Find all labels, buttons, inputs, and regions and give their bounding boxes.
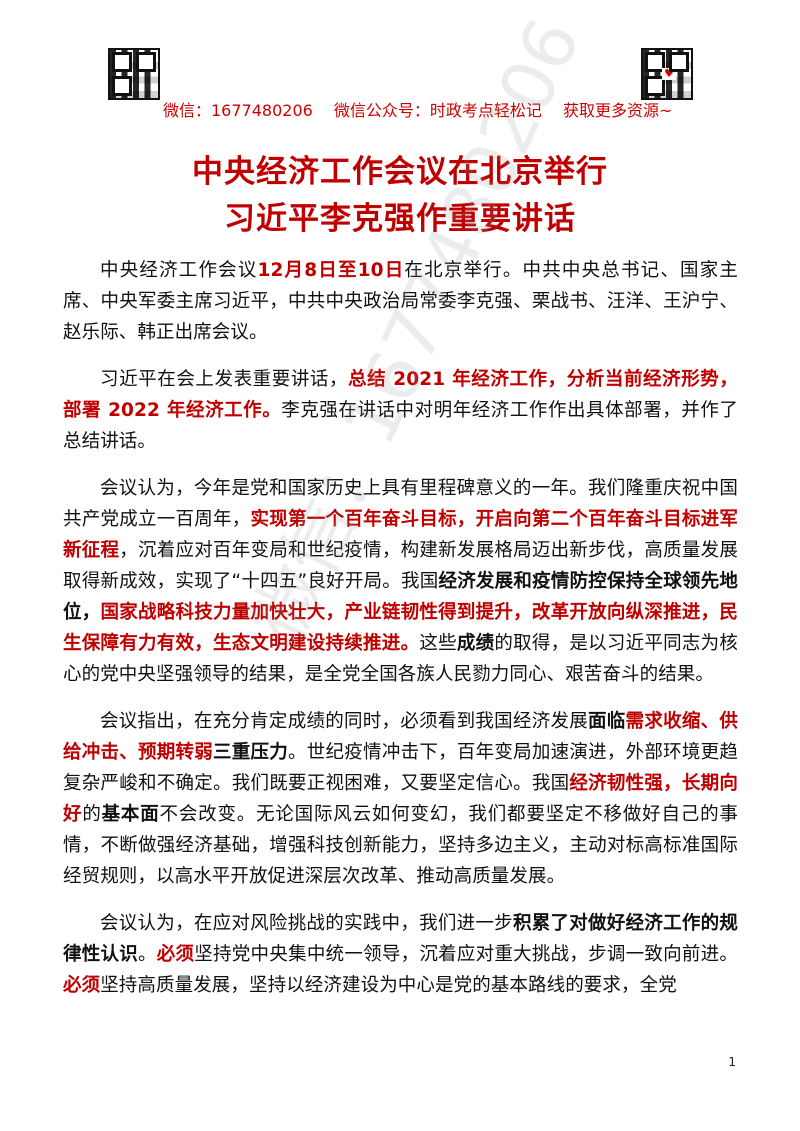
paragraph-text: 。世纪疫情冲击下，百年变局加速演进，外部环境更趋复杂严峻和不确定。我们既要正视困… bbox=[63, 742, 738, 794]
contact-line: 微信：1677480206 微信公众号：时政考点轻松记 获取更多资源~ bbox=[163, 101, 683, 121]
qr-code-icon: ♥ bbox=[641, 48, 693, 100]
highlighted-text: 总结 2021 年经济工作，分析当前经济形势，部署 2022 年经济工作。 bbox=[63, 369, 738, 421]
paragraph-text: 会议认为，在应对风险挑战的实践中，我们进一步 bbox=[100, 913, 513, 934]
highlighted-text: 经济韧性强，长期向好 bbox=[63, 773, 739, 825]
paragraph-text: ，沉着应对百年变局和世纪疫情，构建新发展格局迈出新步伐，高质量发展取得新成效，实… bbox=[63, 540, 738, 592]
heart-icon: ♥ bbox=[662, 68, 676, 80]
page-number: 1 bbox=[728, 1055, 736, 1069]
paragraph-text: 习近平在会上发表重要讲话， bbox=[100, 369, 349, 390]
highlighted-text: 12月8日至10日 bbox=[257, 260, 405, 281]
highlighted-text: 必须 bbox=[63, 975, 101, 996]
wechat-account: 微信公众号：时政考点轻松记 bbox=[333, 101, 542, 120]
paragraph-text: 中央经济工作会议 bbox=[100, 260, 258, 281]
paragraph-4: 会议指出，在充分肯定成绩的同时，必须看到我国经济发展面临需求收缩、供给冲击、预期… bbox=[63, 706, 738, 892]
paragraph-text: 会议指出，在充分肯定成绩的同时，必须看到我国经济发展 bbox=[100, 711, 588, 732]
paragraph-2: 习近平在会上发表重要讲话，总结 2021 年经济工作，分析当前经济形势，部署 2… bbox=[63, 364, 738, 457]
paragraph-text: 不会改变。无论国际风云如何变幻，我们都要坚定不移做好自己的事情，不断做强经济基础… bbox=[63, 804, 738, 887]
paragraph-text: 李克强在讲话中对明年经济工作作出具体部署，并作了总结讲话。 bbox=[63, 400, 738, 452]
bold-text: 经济发展和疫情防控保持全球领先地位， bbox=[63, 571, 738, 623]
paragraph-5: 会议认为，在应对风险挑战的实践中，我们进一步积累了对做好经济工作的规律性认识。必… bbox=[63, 908, 738, 1001]
paragraph-text: 坚持高质量发展，坚持以经济建设为中心是党的基本路线的要求，全党 bbox=[100, 975, 677, 996]
bold-text: 基本面 bbox=[101, 804, 160, 825]
paragraph-text: 会议认为，今年是党和国家历史上具有里程碑意义的一年。我们隆重庆祝中国共产党成立一… bbox=[63, 478, 738, 530]
bold-text: 成绩 bbox=[456, 633, 495, 654]
qr-code-corner bbox=[645, 76, 665, 96]
qr-code-corner bbox=[112, 76, 132, 96]
highlighted-text: 实现第一个百年奋斗目标，开启向第二个百年奋斗目标进军新征程 bbox=[63, 509, 738, 561]
paragraph-1: 中央经济工作会议12月8日至10日在北京举行。中共中央总书记、国家主席、中央军委… bbox=[63, 255, 738, 348]
bold-text: 三重压力 bbox=[213, 742, 289, 763]
paragraph-text: 这些 bbox=[419, 633, 457, 654]
paragraph-text: 在北京举行。中共中央总书记、国家主席、中央军委主席习近平，中共中央政治局常委李克… bbox=[63, 260, 739, 343]
paragraph-text: 的取得，是以习近平同志为核心的党中央坚强领导的结果，是全党全国各族人民勠力同心、… bbox=[63, 633, 739, 685]
paragraph-3: 会议认为，今年是党和国家历史上具有里程碑意义的一年。我们隆重庆祝中国共产党成立一… bbox=[63, 473, 738, 690]
paragraph-text: 的 bbox=[82, 804, 102, 825]
qr-code-icon bbox=[108, 48, 160, 100]
bold-text: 积累了对做好经济工作的规律性认识 bbox=[63, 913, 739, 965]
page-title: 中央经济工作会议在北京举行 bbox=[192, 154, 608, 190]
bold-text: 面临 bbox=[588, 711, 626, 732]
highlighted-text: 必须 bbox=[156, 944, 195, 965]
highlighted-text: 需求收缩、供给冲击、预期转弱 bbox=[63, 711, 738, 763]
wechat-id: 微信：1677480206 bbox=[163, 101, 313, 120]
paragraph-text: 。 bbox=[138, 944, 157, 965]
paragraph-text: 坚持党中央集中统一领导，沉着应对重大挑战，步调一致向前进。 bbox=[194, 944, 738, 965]
page-subtitle: 习近平李克强作重要讲话 bbox=[224, 201, 576, 237]
highlighted-text: 国家战略科技力量加快壮大，产业链韧性得到提升，改革开放向纵深推进，民生保障有力有… bbox=[63, 602, 739, 654]
resource-note: 获取更多资源~ bbox=[563, 101, 673, 120]
document-body: 中央经济工作会议12月8日至10日在北京举行。中共中央总书记、国家主席、中央军委… bbox=[63, 255, 738, 1017]
